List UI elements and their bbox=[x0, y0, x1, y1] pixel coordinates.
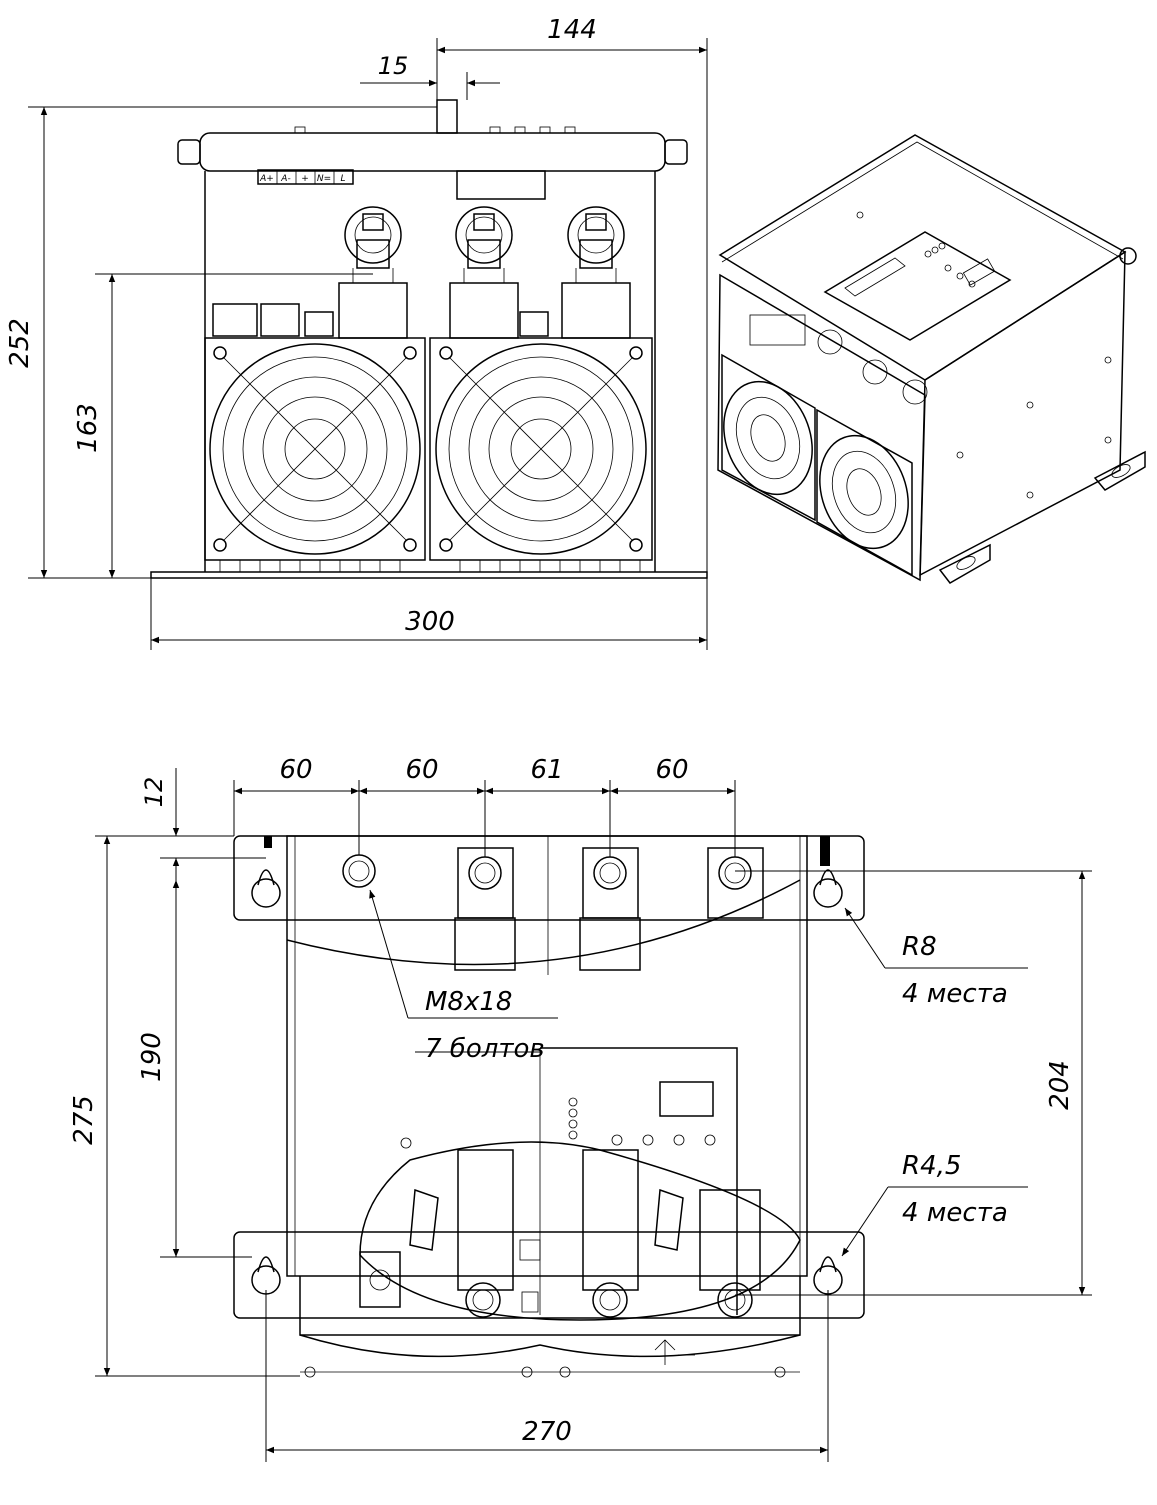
keyhole-slot bbox=[813, 836, 843, 908]
dim-252: 252 bbox=[5, 318, 35, 368]
display-window bbox=[659, 1081, 714, 1117]
dim-60-c: 60 bbox=[655, 755, 688, 785]
internal-components bbox=[359, 1149, 761, 1365]
front-view: A+ A- + N= L bbox=[5, 15, 708, 650]
terminal-label: N= bbox=[317, 174, 331, 184]
iso-foot bbox=[1093, 450, 1146, 491]
dimensions-plan: 60 60 61 60 12 190 275 204 bbox=[69, 755, 1092, 1462]
callout-r45-qty: 4 места bbox=[902, 1198, 1008, 1228]
plan-view: 60 60 61 60 12 190 275 204 bbox=[69, 755, 1092, 1462]
iso-side-face bbox=[919, 250, 1126, 577]
top-flange bbox=[233, 835, 865, 921]
bottom-flange bbox=[233, 1231, 865, 1319]
aux-terminals bbox=[212, 303, 549, 337]
top-housing bbox=[199, 132, 666, 172]
heatsink-fins bbox=[219, 560, 641, 572]
callout-bolt-spec: M8x18 bbox=[425, 987, 512, 1017]
callout-bolt-count: 7 болтов bbox=[425, 1034, 545, 1064]
control-terminal-block: A+ A- + N= L bbox=[257, 169, 354, 185]
dim-60-b: 60 bbox=[405, 755, 438, 785]
terminal-label: A+ bbox=[259, 174, 274, 184]
callout-r8-text: R8 bbox=[902, 932, 937, 962]
relay-module bbox=[456, 170, 546, 200]
right-knob bbox=[664, 139, 688, 165]
isometric-view bbox=[717, 134, 1146, 584]
iso-top-face bbox=[718, 134, 1127, 381]
dim-270: 270 bbox=[522, 1417, 572, 1447]
bottom-cutaway bbox=[359, 1141, 801, 1321]
terminal-label: L bbox=[340, 174, 345, 184]
iso-control-panel bbox=[823, 231, 1012, 341]
keyhole-slot bbox=[813, 1256, 843, 1295]
dim-144: 144 bbox=[547, 15, 597, 45]
callout-r45-text: R4,5 bbox=[902, 1151, 961, 1181]
base-plate bbox=[150, 571, 708, 579]
top-cutaway bbox=[286, 879, 801, 966]
terminal-label: + bbox=[301, 174, 309, 184]
callout-r8: R8 4 места bbox=[844, 907, 1028, 1009]
iso-front-face bbox=[717, 273, 926, 582]
dim-60-a: 60 bbox=[279, 755, 312, 785]
dim-300: 300 bbox=[405, 607, 455, 637]
fan-left bbox=[204, 337, 426, 561]
dim-12: 12 bbox=[140, 777, 168, 808]
callout-r8-qty: 4 места bbox=[902, 979, 1008, 1009]
terminal-label: A- bbox=[280, 174, 290, 184]
dim-190: 190 bbox=[137, 1032, 167, 1082]
bolt-row bbox=[342, 847, 764, 971]
dim-275: 275 bbox=[69, 1095, 99, 1145]
fan-right bbox=[429, 337, 653, 561]
dimensions-front: 144 15 252 163 300 bbox=[5, 15, 708, 650]
left-knob bbox=[177, 139, 201, 165]
keyhole-slot bbox=[251, 836, 281, 908]
phase-terminals bbox=[338, 206, 631, 339]
iso-knob bbox=[1119, 247, 1137, 265]
callout-bolts: M8x18 7 болтов bbox=[369, 889, 558, 1064]
dim-61: 61 bbox=[530, 755, 563, 785]
callout-r45: R4,5 4 места bbox=[841, 1151, 1028, 1257]
control-panel-outline bbox=[540, 1047, 738, 1315]
dim-15: 15 bbox=[378, 52, 409, 80]
iso-fan-left bbox=[721, 353, 816, 522]
iso-fan-right bbox=[816, 408, 913, 577]
iso-foot bbox=[938, 543, 991, 584]
dim-163: 163 bbox=[73, 403, 103, 453]
keyhole-slot bbox=[251, 1256, 281, 1295]
main-body bbox=[286, 835, 808, 1277]
top-connector bbox=[436, 99, 458, 134]
dim-204: 204 bbox=[1045, 1060, 1075, 1110]
